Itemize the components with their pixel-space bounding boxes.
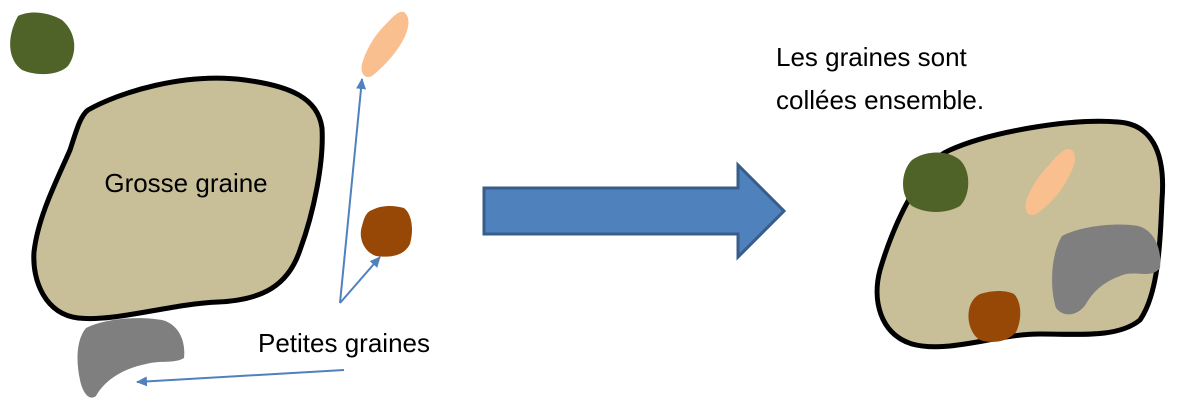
peach-seed bbox=[361, 11, 409, 78]
gray-seed bbox=[77, 318, 185, 398]
big-seed-label: Grosse graine bbox=[104, 168, 267, 198]
big-seed bbox=[31, 75, 325, 322]
result-label-line1: Les graines sont bbox=[776, 42, 968, 72]
big-transition-arrow bbox=[482, 161, 787, 261]
arrow-to-peach-seed bbox=[339, 78, 366, 304]
combined-peach-seed bbox=[1025, 148, 1075, 216]
brown-seed bbox=[360, 206, 412, 257]
arrow-to-gray-seed bbox=[136, 369, 345, 387]
small-seeds-label: Petites graines bbox=[258, 328, 430, 358]
result-label-line2: collées ensemble. bbox=[776, 85, 984, 115]
arrow-to-brown-seed bbox=[339, 256, 381, 304]
combined-green-seed bbox=[903, 152, 969, 212]
green-seed bbox=[10, 12, 75, 75]
combined-brown-seed bbox=[968, 291, 1021, 342]
combined-gray-seed bbox=[1052, 224, 1161, 315]
